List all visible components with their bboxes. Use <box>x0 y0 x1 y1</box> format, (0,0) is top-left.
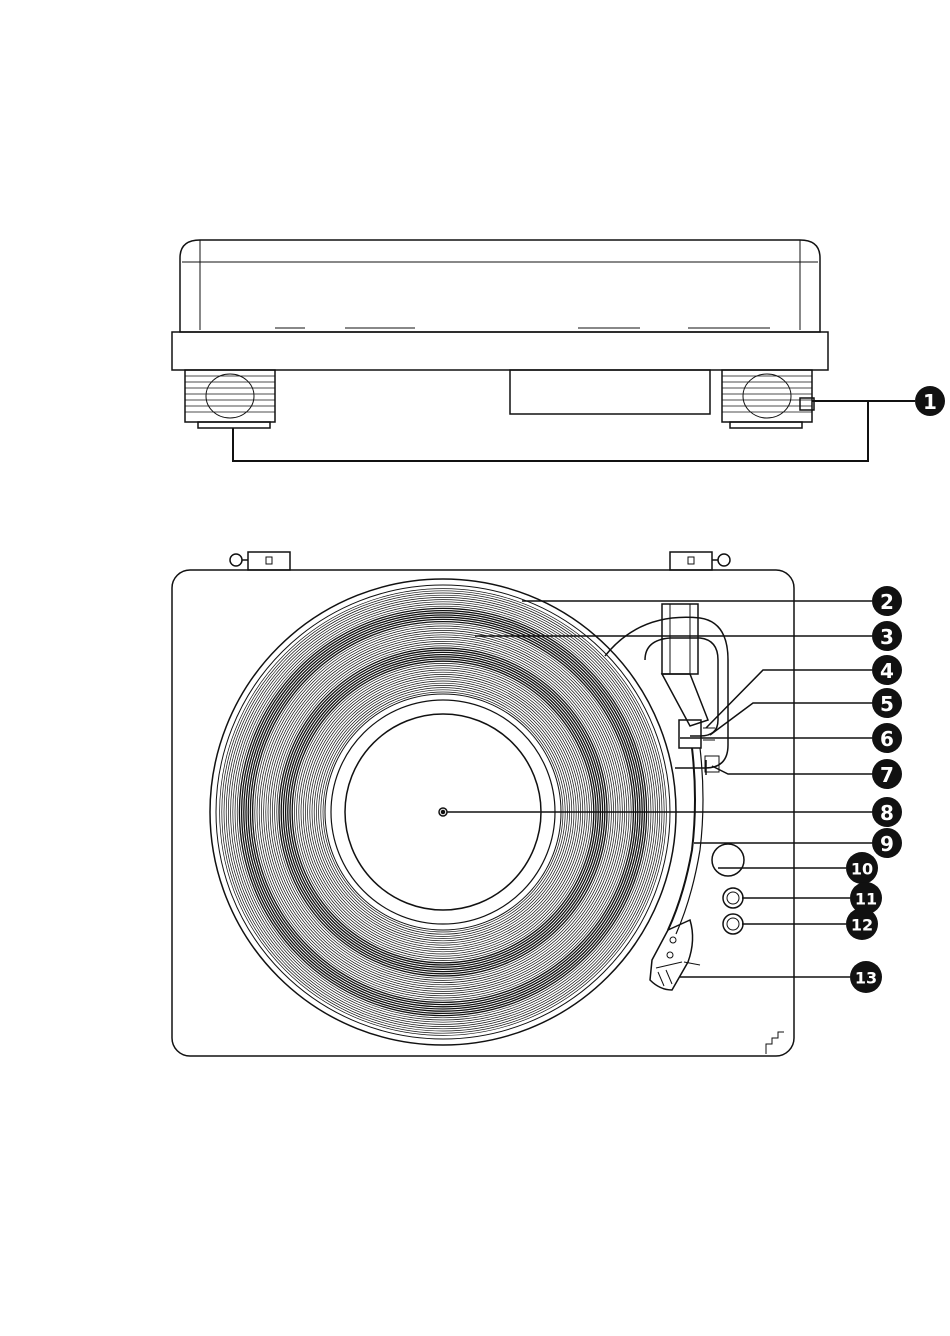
side-view <box>172 240 915 461</box>
hinge-right <box>670 552 730 570</box>
motor-housing <box>510 370 710 414</box>
callout-badge-3: 3 <box>872 621 902 651</box>
callout-10-number: 10 <box>851 860 873 879</box>
button-11 <box>723 888 743 908</box>
callout-badge-6: 6 <box>872 723 902 753</box>
callout-1-leader <box>233 401 868 461</box>
headshell <box>650 920 693 990</box>
callout-9-number: 9 <box>880 832 894 856</box>
callout-badge-8: 8 <box>872 797 902 827</box>
callout-badge-10: 10 <box>846 852 878 884</box>
callout-1-number: 1 <box>923 390 937 414</box>
callout-13-number: 13 <box>855 969 877 988</box>
dust-cover <box>180 240 820 332</box>
callout-badge-1: 1 <box>915 386 945 416</box>
corner-detail <box>766 1032 784 1054</box>
plinth <box>172 332 828 370</box>
callout-badge-7: 7 <box>872 759 902 789</box>
callout-badges: 1 2 3 4 5 6 7 8 <box>846 386 945 993</box>
callout-5-leader <box>710 703 872 735</box>
callout-11-number: 11 <box>855 890 877 909</box>
callout-7-leader <box>712 766 872 774</box>
callout-badge-4: 4 <box>872 655 902 685</box>
tonearm <box>650 604 719 990</box>
foot-left <box>185 370 275 428</box>
callout-12-number: 12 <box>851 916 873 935</box>
callout-badge-5: 5 <box>872 688 902 718</box>
callout-8-number: 8 <box>880 801 894 825</box>
tonearm-pivot-housing <box>645 638 718 736</box>
callout-badge-13: 13 <box>850 961 882 993</box>
callout-5-number: 5 <box>880 692 894 716</box>
tonearm-tube <box>668 748 695 930</box>
callout-badge-2: 2 <box>872 586 902 616</box>
callout-3-number: 3 <box>880 625 894 649</box>
hinge-left <box>230 552 290 570</box>
speed-knob <box>712 844 744 876</box>
top-view <box>172 552 794 1056</box>
callout-2-number: 2 <box>880 590 894 614</box>
callout-badge-12: 12 <box>846 908 878 940</box>
foot-right <box>722 370 814 428</box>
callout-4-number: 4 <box>880 659 894 683</box>
callout-6-number: 6 <box>880 727 894 751</box>
button-12 <box>723 914 743 934</box>
callout-badge-9: 9 <box>872 828 902 858</box>
callout-7-number: 7 <box>880 763 894 787</box>
